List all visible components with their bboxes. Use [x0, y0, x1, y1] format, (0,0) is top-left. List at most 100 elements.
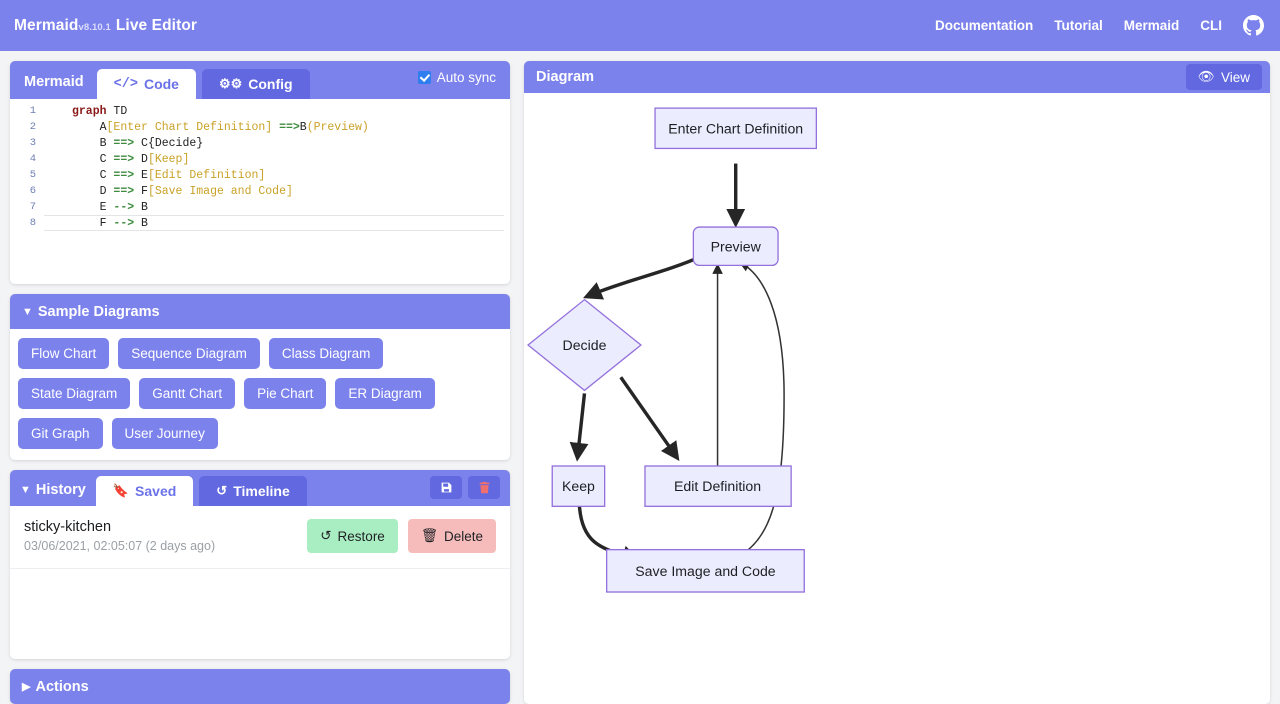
delete-button[interactable]: 🗑Delete: [407, 519, 496, 553]
bookmark-icon: 🔖: [112, 483, 130, 498]
node-label: Decide: [563, 337, 607, 353]
line-number: 6: [29, 185, 36, 197]
code-line[interactable]: 6 D ==> F[Save Image and Code]: [10, 183, 510, 199]
code-token: F: [134, 184, 148, 198]
github-icon[interactable]: [1243, 15, 1264, 36]
tab-config-label: Config: [248, 76, 293, 92]
view-button-label: View: [1220, 69, 1250, 85]
editor-panel: Mermaid </> Code ⚙⚙ Config Auto sync 1 gr…: [10, 61, 510, 284]
diagram-header: Diagram 👁 View: [524, 61, 1270, 94]
right-column: Diagram 👁 View: [524, 61, 1270, 704]
restore-icon: ↺: [320, 528, 332, 543]
code-token: C: [134, 136, 148, 150]
sample-diagrams-title: Sample Diagrams: [37, 303, 160, 320]
auto-sync-checkbox[interactable]: [417, 71, 431, 84]
sample-diagrams-header[interactable]: ▼ Sample Diagrams: [10, 294, 510, 329]
node-preview[interactable]: Preview: [692, 226, 779, 267]
code-token: B: [72, 136, 114, 150]
nav-links: Documentation Tutorial Mermaid CLI: [935, 15, 1264, 36]
node-enter-chart-definition[interactable]: Enter Chart Definition: [654, 107, 818, 150]
history-toolbar: [430, 476, 500, 499]
code-token: {Decide}: [147, 136, 204, 150]
node-edit-definition[interactable]: Edit Definition: [644, 465, 792, 508]
code-token: B: [134, 216, 148, 230]
node-save-image-and-code[interactable]: Save Image and Code: [606, 549, 805, 593]
tab-timeline[interactable]: ↺ Timeline: [199, 476, 307, 506]
code-line[interactable]: 3 B ==> C{Decide}: [10, 135, 510, 151]
history-panel: ▼ History 🔖 Saved ↺ Timeline: [10, 470, 510, 659]
code-token: [Enter Chart Definition]: [106, 120, 273, 134]
editor-tabbar: Mermaid </> Code ⚙⚙ Config Auto sync: [10, 61, 510, 99]
tab-code[interactable]: </> Code: [96, 69, 196, 99]
code-line[interactable]: 1 graph TD: [10, 103, 510, 119]
sample-diagram-button[interactable]: Sequence Diagram: [118, 338, 260, 369]
code-icon: </>: [113, 76, 138, 92]
code-token: [Keep]: [147, 152, 190, 166]
history-entry-actions: ↺Restore 🗑Delete: [307, 519, 496, 553]
edge-C-E: [619, 376, 680, 462]
code-line[interactable]: 4 C ==> D[Keep]: [10, 151, 510, 167]
brand-version: v8.10.1: [78, 21, 111, 33]
actions-header[interactable]: ▶ Actions: [10, 669, 510, 704]
diagram-canvas[interactable]: Enter Chart Definition Preview Decide: [524, 93, 1270, 704]
code-text: D ==> F[Save Image and Code]: [44, 185, 293, 198]
code-text: F --> B: [44, 215, 504, 231]
tab-config[interactable]: ⚙⚙ Config: [201, 69, 310, 99]
code-text: A[Enter Chart Definition] ==>B(Preview): [44, 121, 369, 134]
code-text: B ==> C{Decide}: [44, 136, 204, 150]
line-number: 3: [29, 137, 36, 149]
sample-diagram-button[interactable]: Git Graph: [18, 418, 103, 449]
code-line[interactable]: 8 F --> B: [10, 215, 510, 231]
line-number: 8: [29, 217, 36, 229]
sample-diagram-button[interactable]: ER Diagram: [335, 378, 435, 409]
node-decide[interactable]: Decide: [526, 298, 642, 392]
history-tabbar: ▼ History 🔖 Saved ↺ Timeline: [10, 470, 510, 506]
sample-diagram-button[interactable]: Gantt Chart: [139, 378, 236, 409]
sample-diagram-button[interactable]: State Diagram: [18, 378, 131, 409]
code-token: E: [134, 168, 148, 182]
actions-panel: ▶ Actions: [10, 669, 510, 704]
code-line[interactable]: 2 A[Enter Chart Definition] ==>B(Preview…: [10, 119, 510, 135]
nav-link-tutorial[interactable]: Tutorial: [1054, 18, 1103, 33]
code-line[interactable]: 5 C ==> E[Edit Definition]: [10, 167, 510, 183]
restore-button[interactable]: ↺Restore: [307, 519, 398, 553]
code-token: -->: [113, 216, 135, 230]
line-number: 1: [29, 105, 36, 117]
node-keep[interactable]: Keep: [551, 465, 606, 508]
code-token: ==>: [113, 168, 135, 182]
code-token: A: [72, 120, 107, 134]
history-entry-timestamp: 03/06/2021, 02:05:07 (2 days ago): [24, 539, 216, 553]
nav-link-cli[interactable]: CLI: [1200, 18, 1222, 33]
sample-diagram-button[interactable]: Pie Chart: [244, 378, 327, 409]
save-icon-button[interactable]: [430, 476, 462, 499]
code-token: B: [299, 120, 307, 134]
auto-sync-toggle[interactable]: Auto sync: [417, 70, 496, 85]
sample-diagram-button[interactable]: User Journey: [111, 418, 218, 449]
flowchart-svg: Enter Chart Definition Preview Decide: [526, 107, 818, 593]
node-label: Edit Definition: [674, 478, 761, 494]
node-label: Save Image and Code: [635, 563, 776, 579]
view-button[interactable]: 👁 View: [1185, 64, 1262, 91]
code-token: D: [134, 152, 148, 166]
history-header[interactable]: ▼ History: [20, 482, 96, 506]
code-token: ==>: [279, 120, 300, 134]
nav-link-documentation[interactable]: Documentation: [934, 18, 1034, 33]
history-clock-icon: ↺: [216, 483, 228, 498]
nav-link-mermaid[interactable]: Mermaid: [1123, 18, 1180, 33]
chevron-right-icon: ▶: [22, 681, 31, 693]
editor-panel-label: Mermaid: [24, 74, 84, 90]
line-number: 2: [29, 121, 36, 133]
gear-icon: ⚙⚙: [218, 76, 243, 91]
delete-all-icon-button[interactable]: [468, 476, 500, 499]
sample-diagram-button[interactable]: Flow Chart: [18, 338, 110, 369]
left-column: Mermaid </> Code ⚙⚙ Config Auto sync 1 gr…: [10, 61, 510, 704]
sample-diagram-button[interactable]: Class Diagram: [268, 338, 384, 369]
code-token: TD: [106, 104, 128, 118]
code-line[interactable]: 7 E --> B: [10, 199, 510, 215]
code-text: graph TD: [44, 105, 127, 118]
tab-saved[interactable]: 🔖 Saved: [95, 476, 194, 506]
